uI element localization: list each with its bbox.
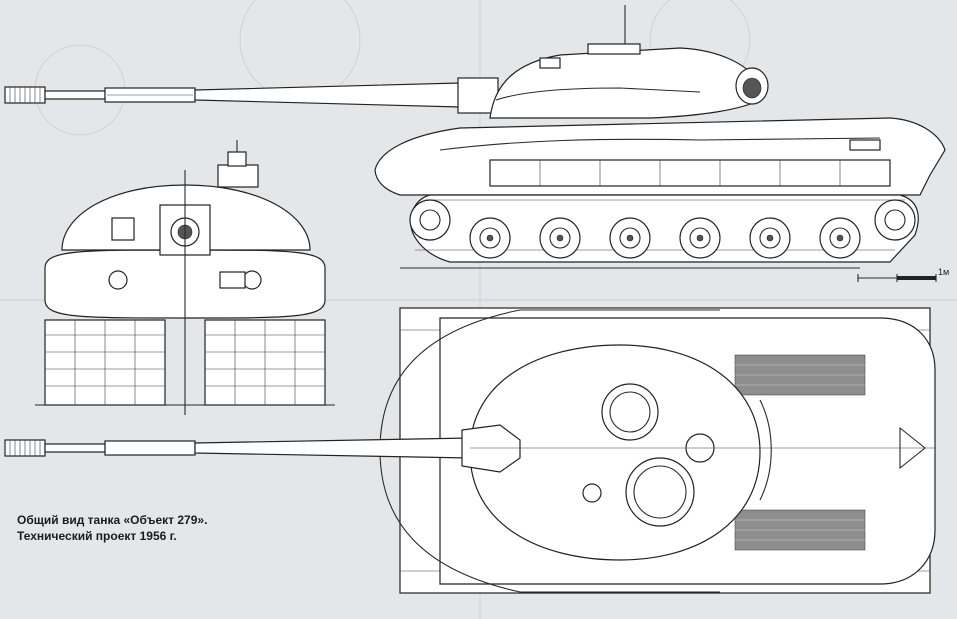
front-view — [35, 140, 335, 415]
scale-label: 1м — [938, 267, 950, 277]
scale-bar — [857, 274, 937, 282]
side-track — [410, 194, 919, 263]
caption: Общий вид танка «Объект 279». Технически… — [17, 512, 207, 544]
top-gun — [4, 424, 521, 473]
caption-line-1: Общий вид танка «Объект 279». — [17, 513, 208, 527]
side-road-wheels — [409, 199, 916, 259]
side-gun — [4, 77, 499, 114]
caption-line-2: Технический проект 1956 г. — [17, 529, 177, 543]
side-view — [4, 5, 946, 282]
top-engine-grilles — [734, 354, 866, 551]
top-view — [4, 307, 936, 594]
front-tracks — [44, 319, 326, 406]
